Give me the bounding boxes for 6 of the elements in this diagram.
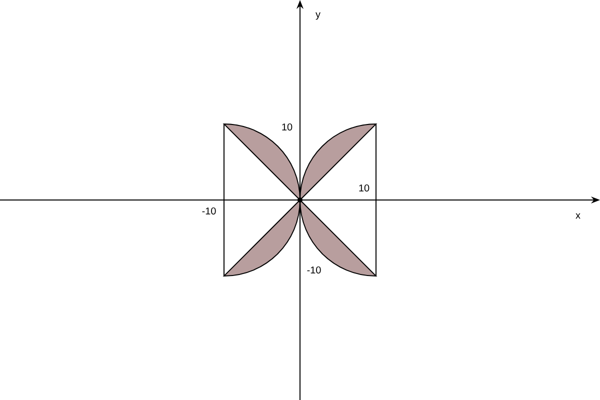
tick-label: 10 (359, 184, 370, 192)
axis-label: y (316, 12, 320, 20)
tick-label: -10 (307, 266, 321, 274)
tick-label: -10 (202, 207, 216, 215)
tick-label: 10 (282, 123, 292, 131)
axis-label: x (576, 213, 580, 219)
